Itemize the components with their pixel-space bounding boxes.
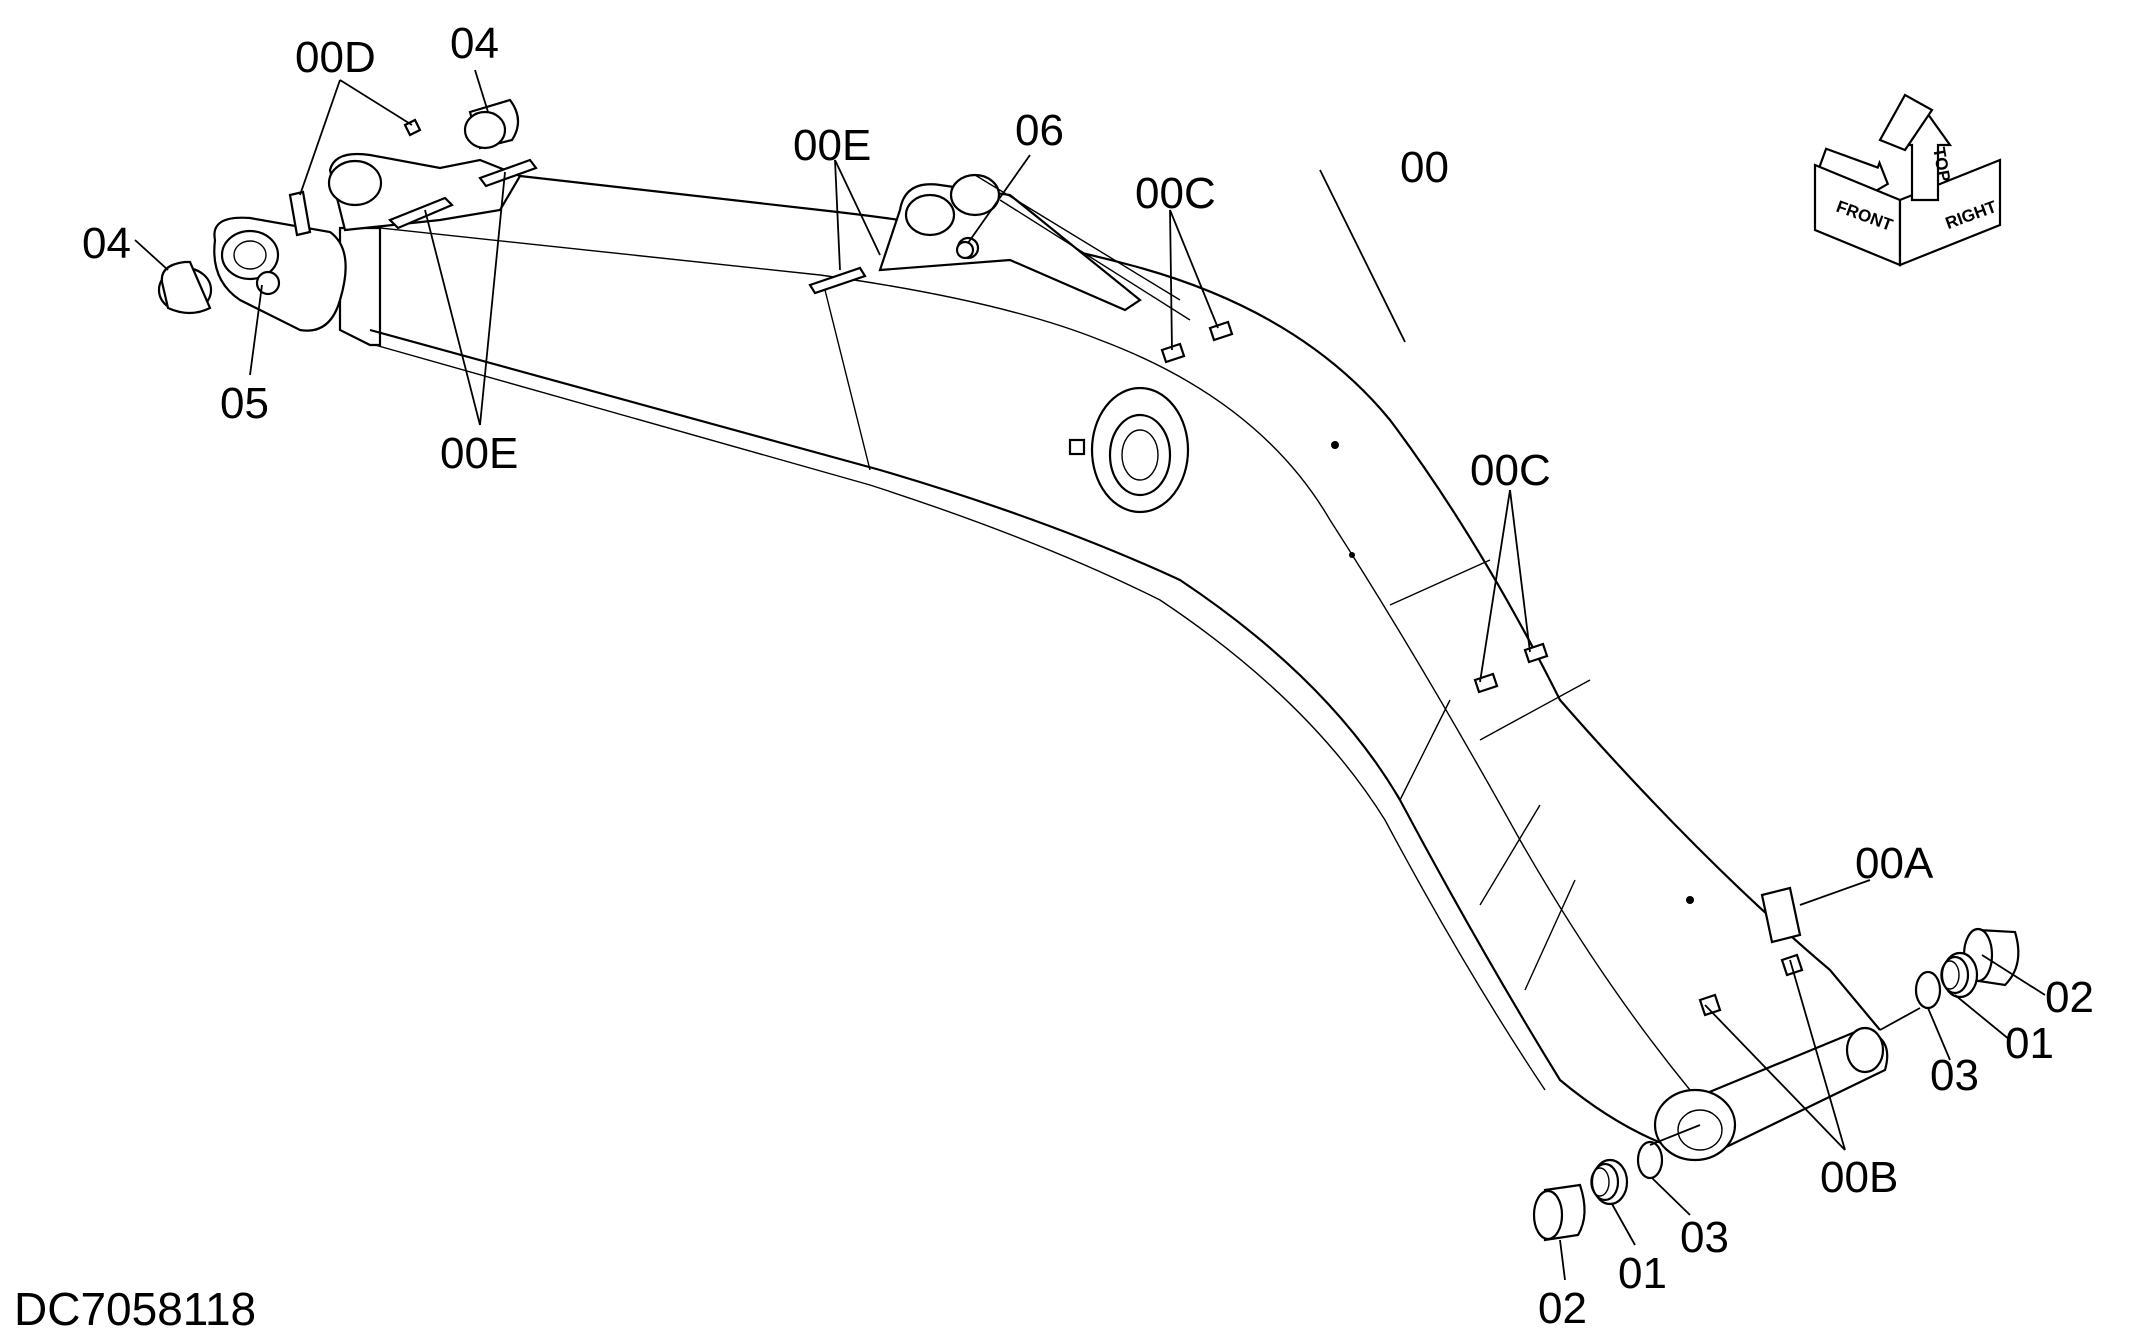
callout-00E-bottom: 00E <box>440 429 518 478</box>
seal-01-bottom <box>1590 1158 1629 1206</box>
callout-00: 00 <box>1400 143 1449 192</box>
callout-06: 06 <box>1015 106 1064 155</box>
orientation-indicator: FRONT RIGHT TOP <box>1813 93 2002 267</box>
callout-00C-top: 00C <box>1135 169 1216 218</box>
o-ring-03-right <box>1914 970 1942 1010</box>
callout-04-left: 04 <box>82 219 131 268</box>
callout-04-top: 04 <box>450 19 499 68</box>
callout-00E-top: 00E <box>793 121 871 170</box>
callout-00A: 00A <box>1855 839 1934 888</box>
callout-01-bottom: 01 <box>1618 1249 1667 1298</box>
seal-01-right <box>1940 951 1979 999</box>
callout-05: 05 <box>220 379 269 428</box>
grease-fitting-06 <box>955 240 975 260</box>
document-id: DC7058118 <box>14 1283 256 1335</box>
callout-00D: 00D <box>295 33 376 82</box>
bushing-02-bottom <box>1532 1183 1586 1242</box>
bushing-04-left <box>157 260 213 315</box>
callout-02-bottom: 02 <box>1538 1284 1587 1333</box>
boom-body <box>213 152 1889 1162</box>
o-ring-03-bottom <box>1636 1140 1664 1180</box>
callout-01-right: 01 <box>2005 1019 2054 1068</box>
callout-00B: 00B <box>1820 1153 1898 1202</box>
callout-03-right: 03 <box>1930 1051 1979 1100</box>
callout-02-right: 02 <box>2045 973 2094 1022</box>
callout-03-bottom: 03 <box>1680 1213 1729 1262</box>
bushing-04-top <box>463 98 520 150</box>
leader-lines <box>134 69 2046 1281</box>
callout-00C-mid: 00C <box>1470 446 1551 495</box>
callout-labels: 00 00A 00B 00C 00C 00D 00E 00E 01 01 02 … <box>82 19 2094 1333</box>
